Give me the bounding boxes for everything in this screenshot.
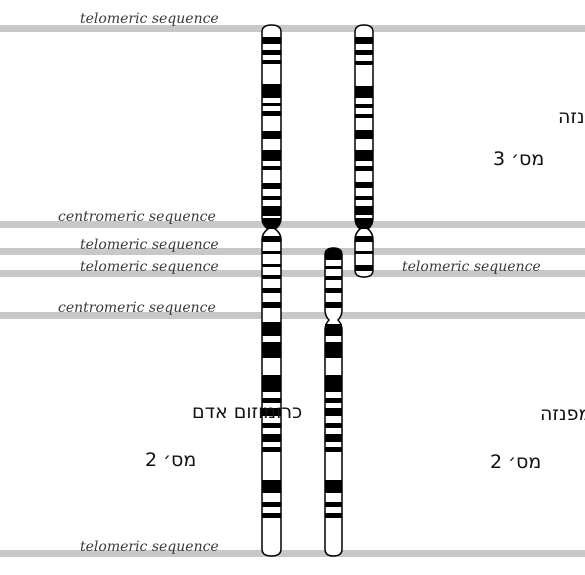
caption-chimp2-name: כרומוזום שימפנזה <box>540 403 585 425</box>
caption-chimp3-number: מס׳ 3 <box>493 148 544 170</box>
chimp-chromosome-2-bands <box>325 248 342 518</box>
guide-lines <box>0 25 585 557</box>
guide-line-telomeric-fusion-2 <box>0 270 585 277</box>
human-chromosome-2 <box>261 24 282 557</box>
label-centromeric-lower: centromeric sequence <box>58 300 216 316</box>
label-telomeric-bottom: telomeric sequence <box>80 539 219 555</box>
guide-line-centromeric-lower <box>0 312 585 319</box>
caption-chimp3-name: כרומוזום שימפנזה <box>558 106 585 128</box>
label-telomeric-fusion-1: telomeric sequence <box>80 237 219 253</box>
caption-chimp2-number: מס׳ 2 <box>490 451 541 473</box>
chimp-chromosome-3 <box>354 24 374 278</box>
guide-line-telomeric-fusion-1 <box>0 248 585 255</box>
chimp-chromosome-3-bands <box>355 37 373 271</box>
label-telomeric-top: telomeric sequence <box>80 11 219 27</box>
human-chromosome-2-bands <box>262 37 281 518</box>
guide-line-telomeric-top <box>0 25 585 32</box>
label-telomeric-fusion-2: telomeric sequence <box>80 259 219 275</box>
caption-human2-name: כרומוזום אדם <box>192 401 302 423</box>
guide-line-centromeric-upper <box>0 221 585 228</box>
label-telomeric-chimp3-end: telomeric sequence <box>402 259 541 275</box>
captions: כרומוזום שימפנזה מס׳ 3 כרומוזום אדם מס׳ … <box>145 106 585 473</box>
caption-human2-number: מס׳ 2 <box>145 449 196 471</box>
guide-line-telomeric-bottom <box>0 550 585 557</box>
chimp-chromosome-2 <box>324 247 343 557</box>
guide-labels: telomeric sequence centromeric sequence … <box>58 11 541 555</box>
label-centromeric-upper: centromeric sequence <box>58 209 216 225</box>
